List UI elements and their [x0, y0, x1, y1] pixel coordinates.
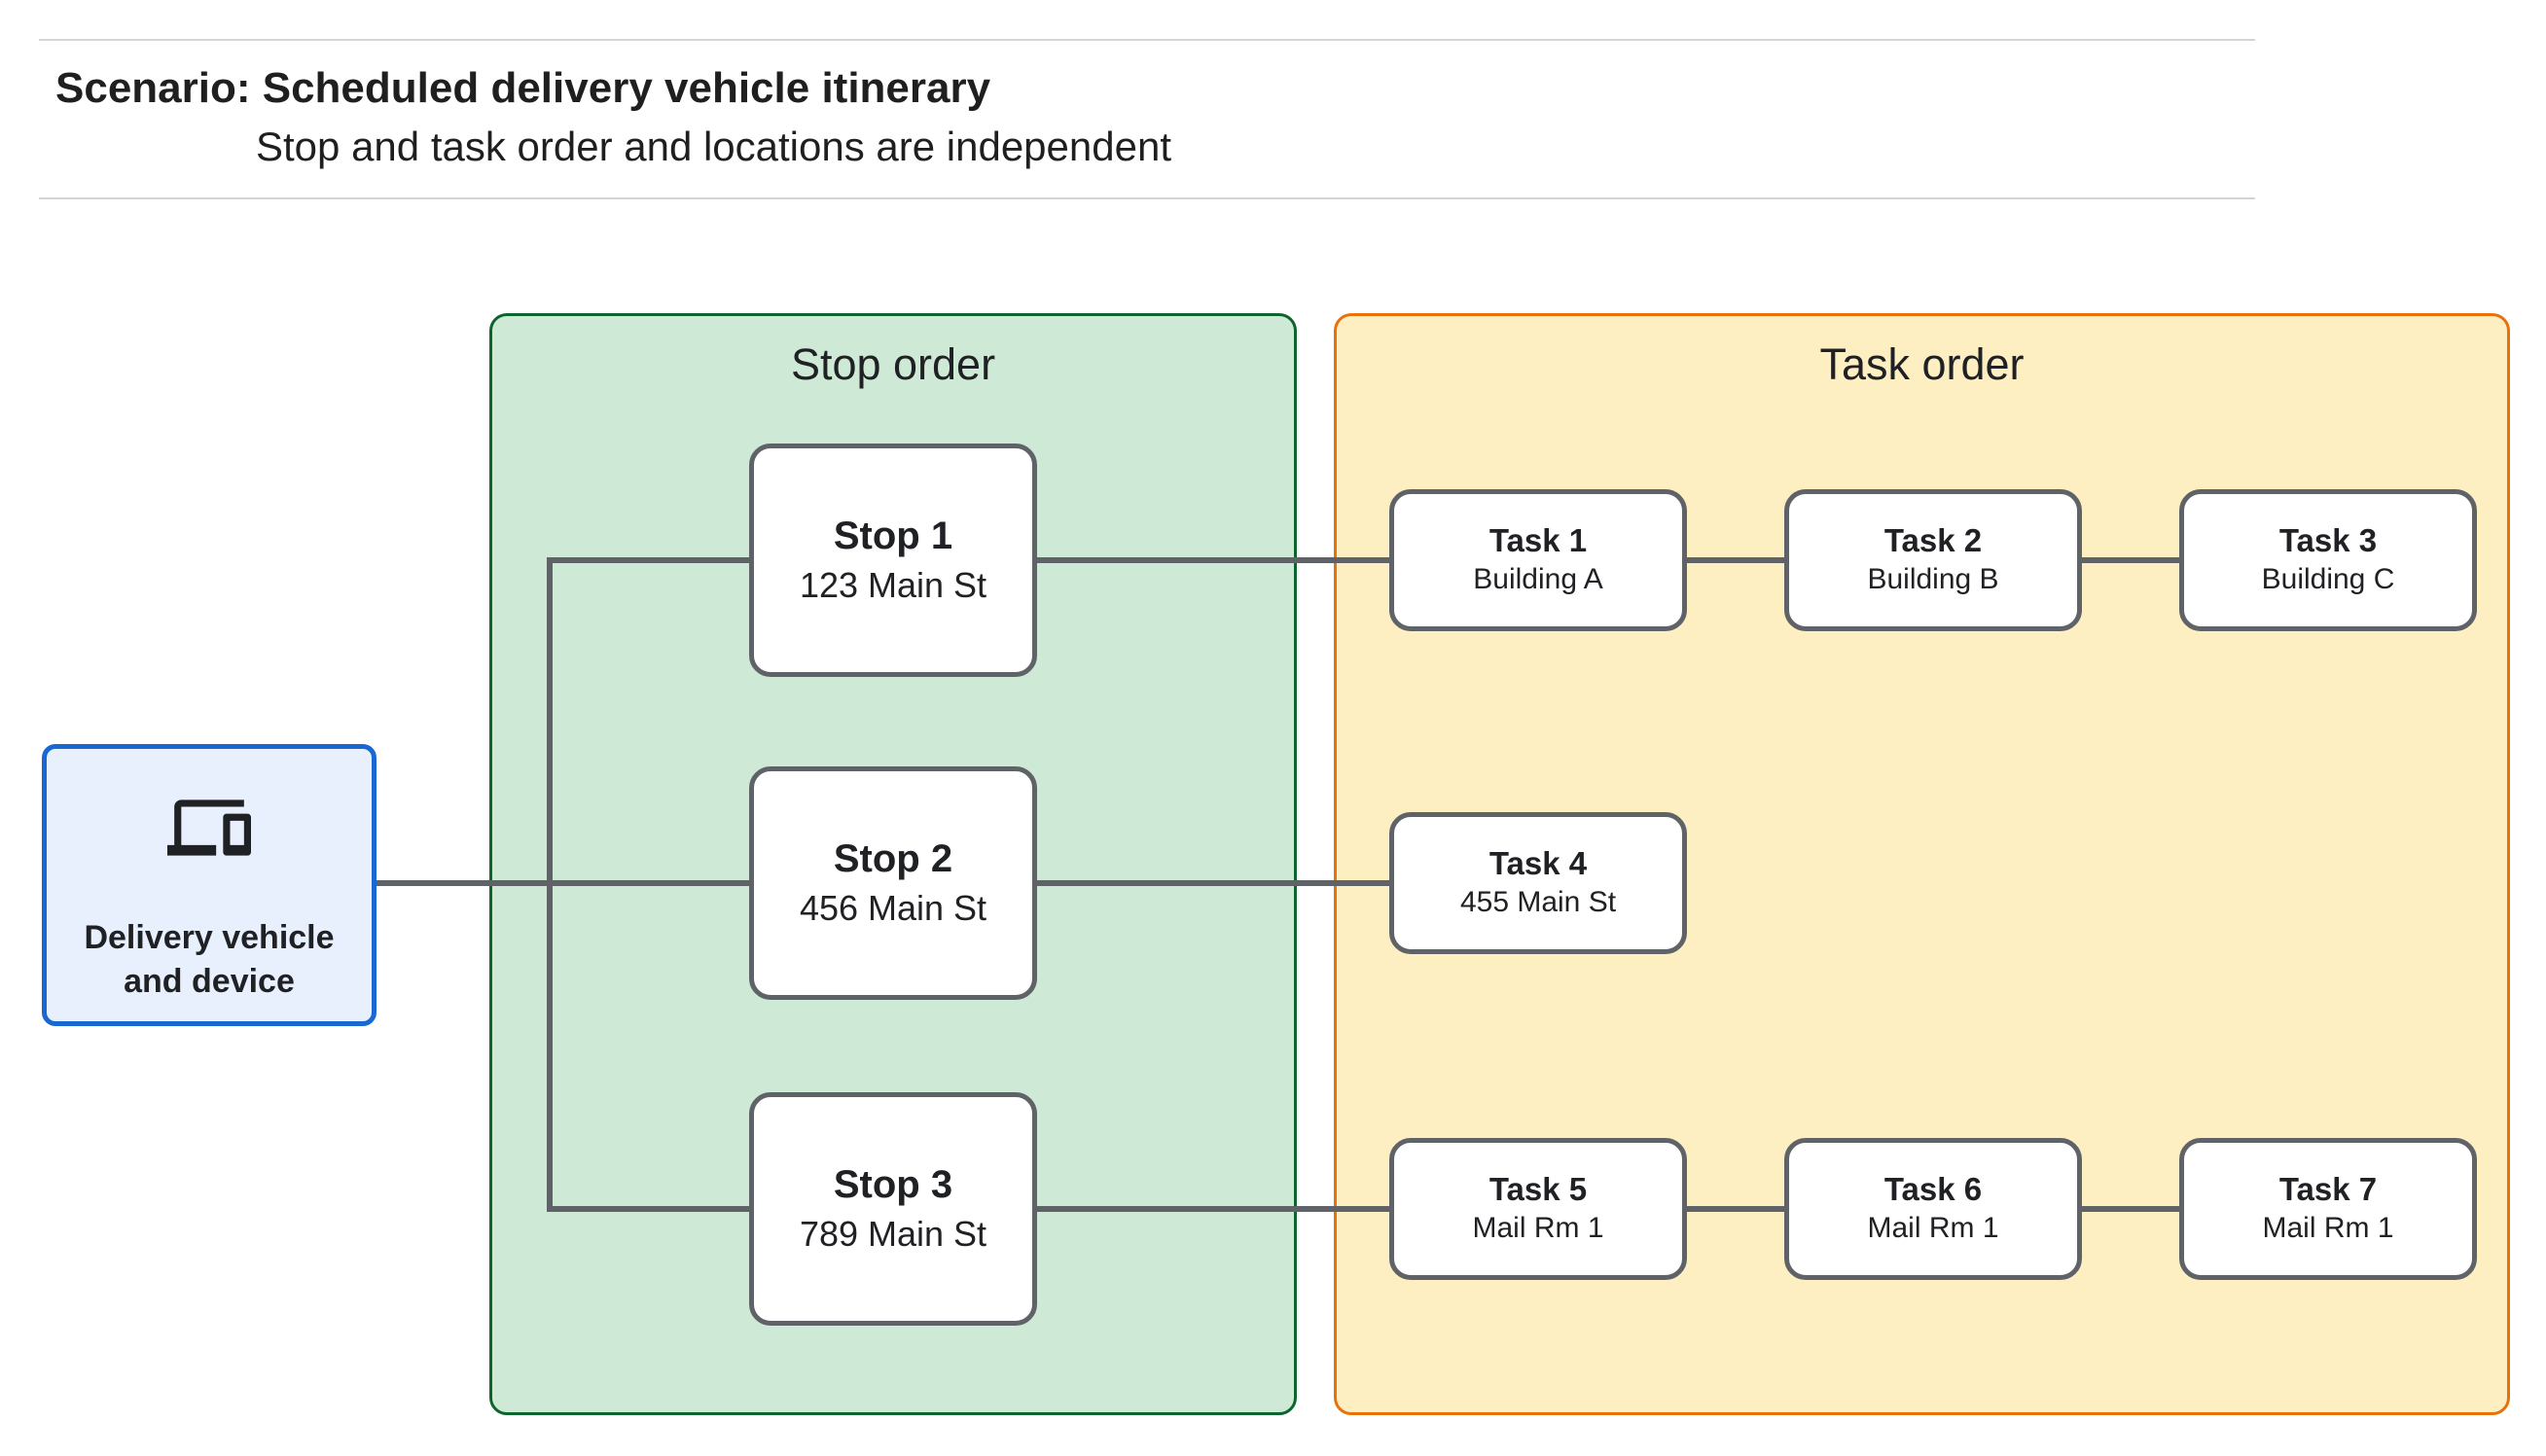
task-1-subtitle: Building A — [1473, 563, 1603, 596]
task-7-subtitle: Mail Rm 1 — [2262, 1212, 2394, 1245]
stop-1-subtitle: 123 Main St — [799, 565, 987, 606]
delivery-vehicle-node: Delivery vehicle and device — [42, 744, 377, 1026]
task-7-title: Task 7 — [2278, 1171, 2378, 1208]
task-6-node: Task 6 Mail Rm 1 — [1784, 1138, 2082, 1280]
stop-3-title: Stop 3 — [833, 1163, 953, 1207]
page-title: Scenario: Scheduled delivery vehicle iti… — [55, 64, 991, 112]
devices-icon — [167, 799, 251, 856]
task-7-node: Task 7 Mail Rm 1 — [2179, 1138, 2477, 1280]
stop-1-node: Stop 1 123 Main St — [749, 444, 1037, 677]
stop-3-node: Stop 3 789 Main St — [749, 1092, 1037, 1326]
stop-2-title: Stop 2 — [833, 837, 953, 881]
divider-top — [39, 39, 2255, 41]
stop-3-subtitle: 789 Main St — [799, 1214, 987, 1255]
connector-branch-stop1-stop3 — [547, 557, 749, 1212]
stop-1-title: Stop 1 — [833, 515, 953, 558]
task-2-subtitle: Building B — [1867, 563, 1999, 596]
task-5-title: Task 5 — [1488, 1171, 1588, 1208]
task-order-panel-label: Task order — [1819, 339, 2025, 389]
divider-bottom — [39, 197, 2255, 199]
task-4-subtitle: 455 Main St — [1459, 886, 1617, 919]
delivery-vehicle-label-line2: and device — [124, 962, 295, 1000]
stop-order-panel-label: Stop order — [790, 339, 996, 389]
task-5-node: Task 5 Mail Rm 1 — [1389, 1138, 1687, 1280]
task-3-node: Task 3 Building C — [2179, 489, 2477, 631]
task-6-subtitle: Mail Rm 1 — [1867, 1212, 1999, 1245]
delivery-vehicle-label: Delivery vehicle and device — [84, 916, 334, 1004]
task-1-node: Task 1 Building A — [1389, 489, 1687, 631]
task-4-node: Task 4 455 Main St — [1389, 812, 1687, 954]
stop-2-subtitle: 456 Main St — [799, 888, 987, 929]
task-1-title: Task 1 — [1488, 522, 1588, 559]
task-6-title: Task 6 — [1883, 1171, 1983, 1208]
task-4-title: Task 4 — [1488, 845, 1588, 882]
task-5-subtitle: Mail Rm 1 — [1472, 1212, 1604, 1245]
delivery-vehicle-label-line1: Delivery vehicle — [84, 919, 335, 956]
task-3-subtitle: Building C — [2261, 563, 2395, 596]
page-subtitle: Stop and task order and locations are in… — [256, 124, 1172, 169]
task-3-title: Task 3 — [2278, 522, 2378, 559]
task-2-title: Task 2 — [1883, 522, 1983, 559]
stop-2-node: Stop 2 456 Main St — [749, 766, 1037, 1000]
task-2-node: Task 2 Building B — [1784, 489, 2082, 631]
